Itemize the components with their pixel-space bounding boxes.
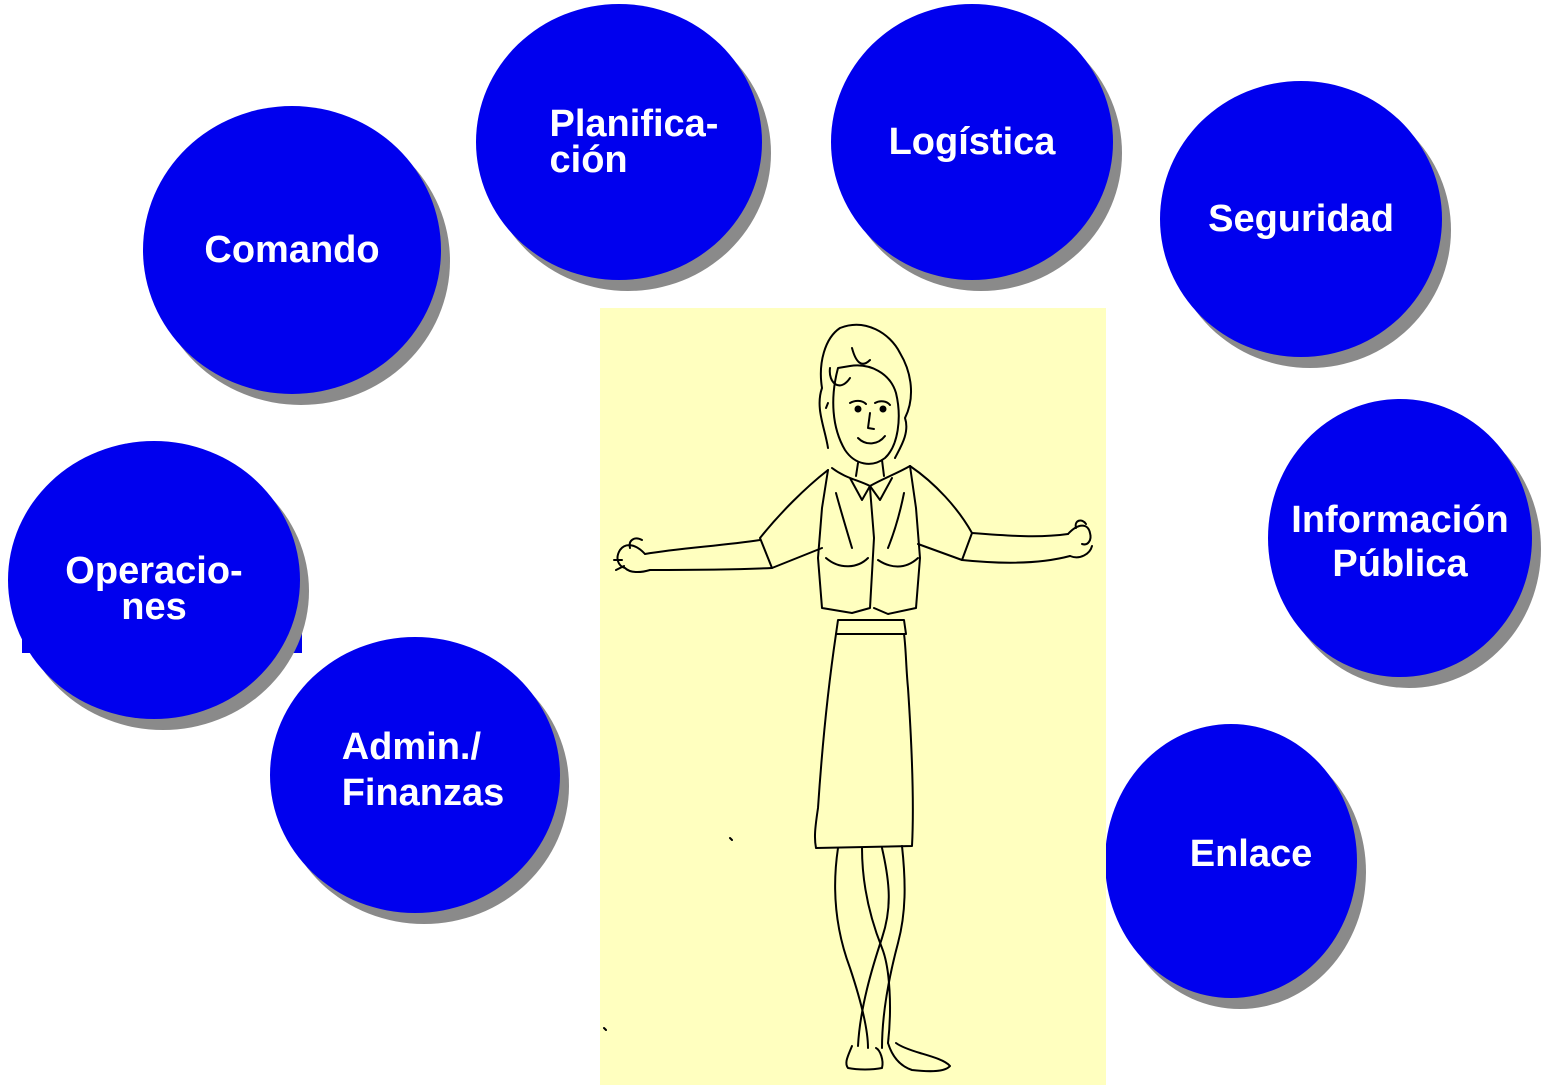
node-planificacion: Planifica- ción <box>476 4 762 280</box>
node-enlace: Enlace <box>1105 724 1357 998</box>
right-shoe <box>887 1042 951 1073</box>
node-enlace-label: Enlace <box>1189 833 1313 875</box>
node-comando: Comando <box>143 106 441 394</box>
collar <box>831 465 911 501</box>
left-shoe <box>845 1045 884 1071</box>
node-operaciones: Operacio- nes <box>8 441 300 719</box>
node-admin-finanzas-label: Admin./ Finanzas <box>341 726 505 814</box>
node-comando-label: Comando <box>204 229 380 271</box>
neck <box>855 459 885 477</box>
node-seguridad: Seguridad <box>1160 81 1442 357</box>
woman-illustration <box>603 323 1093 1073</box>
node-planificacion-label: Planifica- ción <box>549 102 719 181</box>
waistband <box>835 619 907 635</box>
left-arm <box>644 539 773 571</box>
node-informacion-publica-label: Información Pública <box>1291 499 1509 585</box>
node-informacion-publica: Información Pública <box>1268 399 1532 677</box>
center-illustration-panel <box>600 308 1106 1085</box>
right-leg <box>857 845 906 1049</box>
skirt <box>813 633 914 849</box>
left-leg <box>834 847 891 1049</box>
vest <box>817 465 921 615</box>
node-logistica-label: Logística <box>888 121 1056 163</box>
node-operaciones-label: Operacio- nes <box>65 549 243 628</box>
left-hand <box>613 537 651 574</box>
right-arm <box>961 532 1071 564</box>
node-seguridad-label: Seguridad <box>1208 198 1394 240</box>
right-hand <box>1067 519 1093 559</box>
node-logistica: Logística <box>831 4 1113 280</box>
face <box>832 364 900 465</box>
hair <box>818 323 912 459</box>
left-sleeve <box>759 469 829 569</box>
node-admin-finanzas: Admin./ Finanzas <box>270 637 560 913</box>
